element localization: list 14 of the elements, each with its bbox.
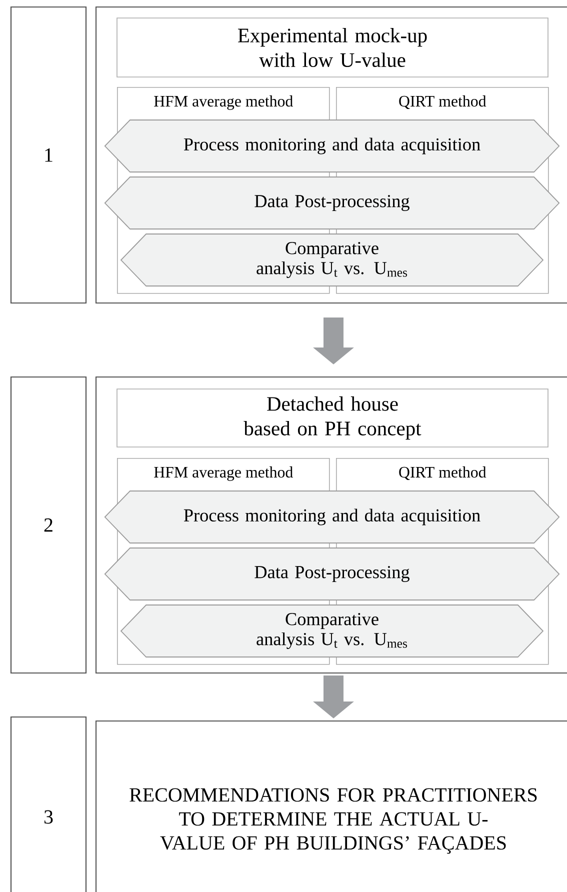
process-hexagon: Data Post-processing [104,548,560,600]
stage-box [95,6,567,304]
stage-box: RECOMMENDATIONS FOR PRACTITIONERS TO DETERMINE THE ACTUAL U-VALUE OF PH BUILDINGS’ FAÇADES [95,720,567,892]
process-hexagon: Process monitoring and data acquisition [104,120,560,172]
process-hexagon: Data Post-processing [104,176,560,230]
stage-box [95,376,567,674]
process-hexagon: Process monitoring and data acquisition [104,490,560,544]
step-number-box: 2 [10,376,87,674]
step-number-box: 3 [10,716,87,892]
process-hexagon: Comparative analysis U$_{t}$ vs. U$_{mes}$ [120,234,544,286]
process-hexagon: Comparative analysis U$_{t}$ vs. U$_{mes}$ [120,604,544,658]
step-number-box: 1 [10,6,87,304]
case-box: Detached house based on PH concept [116,388,548,448]
case-box: Experimental mock-up with low U-value [116,18,548,78]
